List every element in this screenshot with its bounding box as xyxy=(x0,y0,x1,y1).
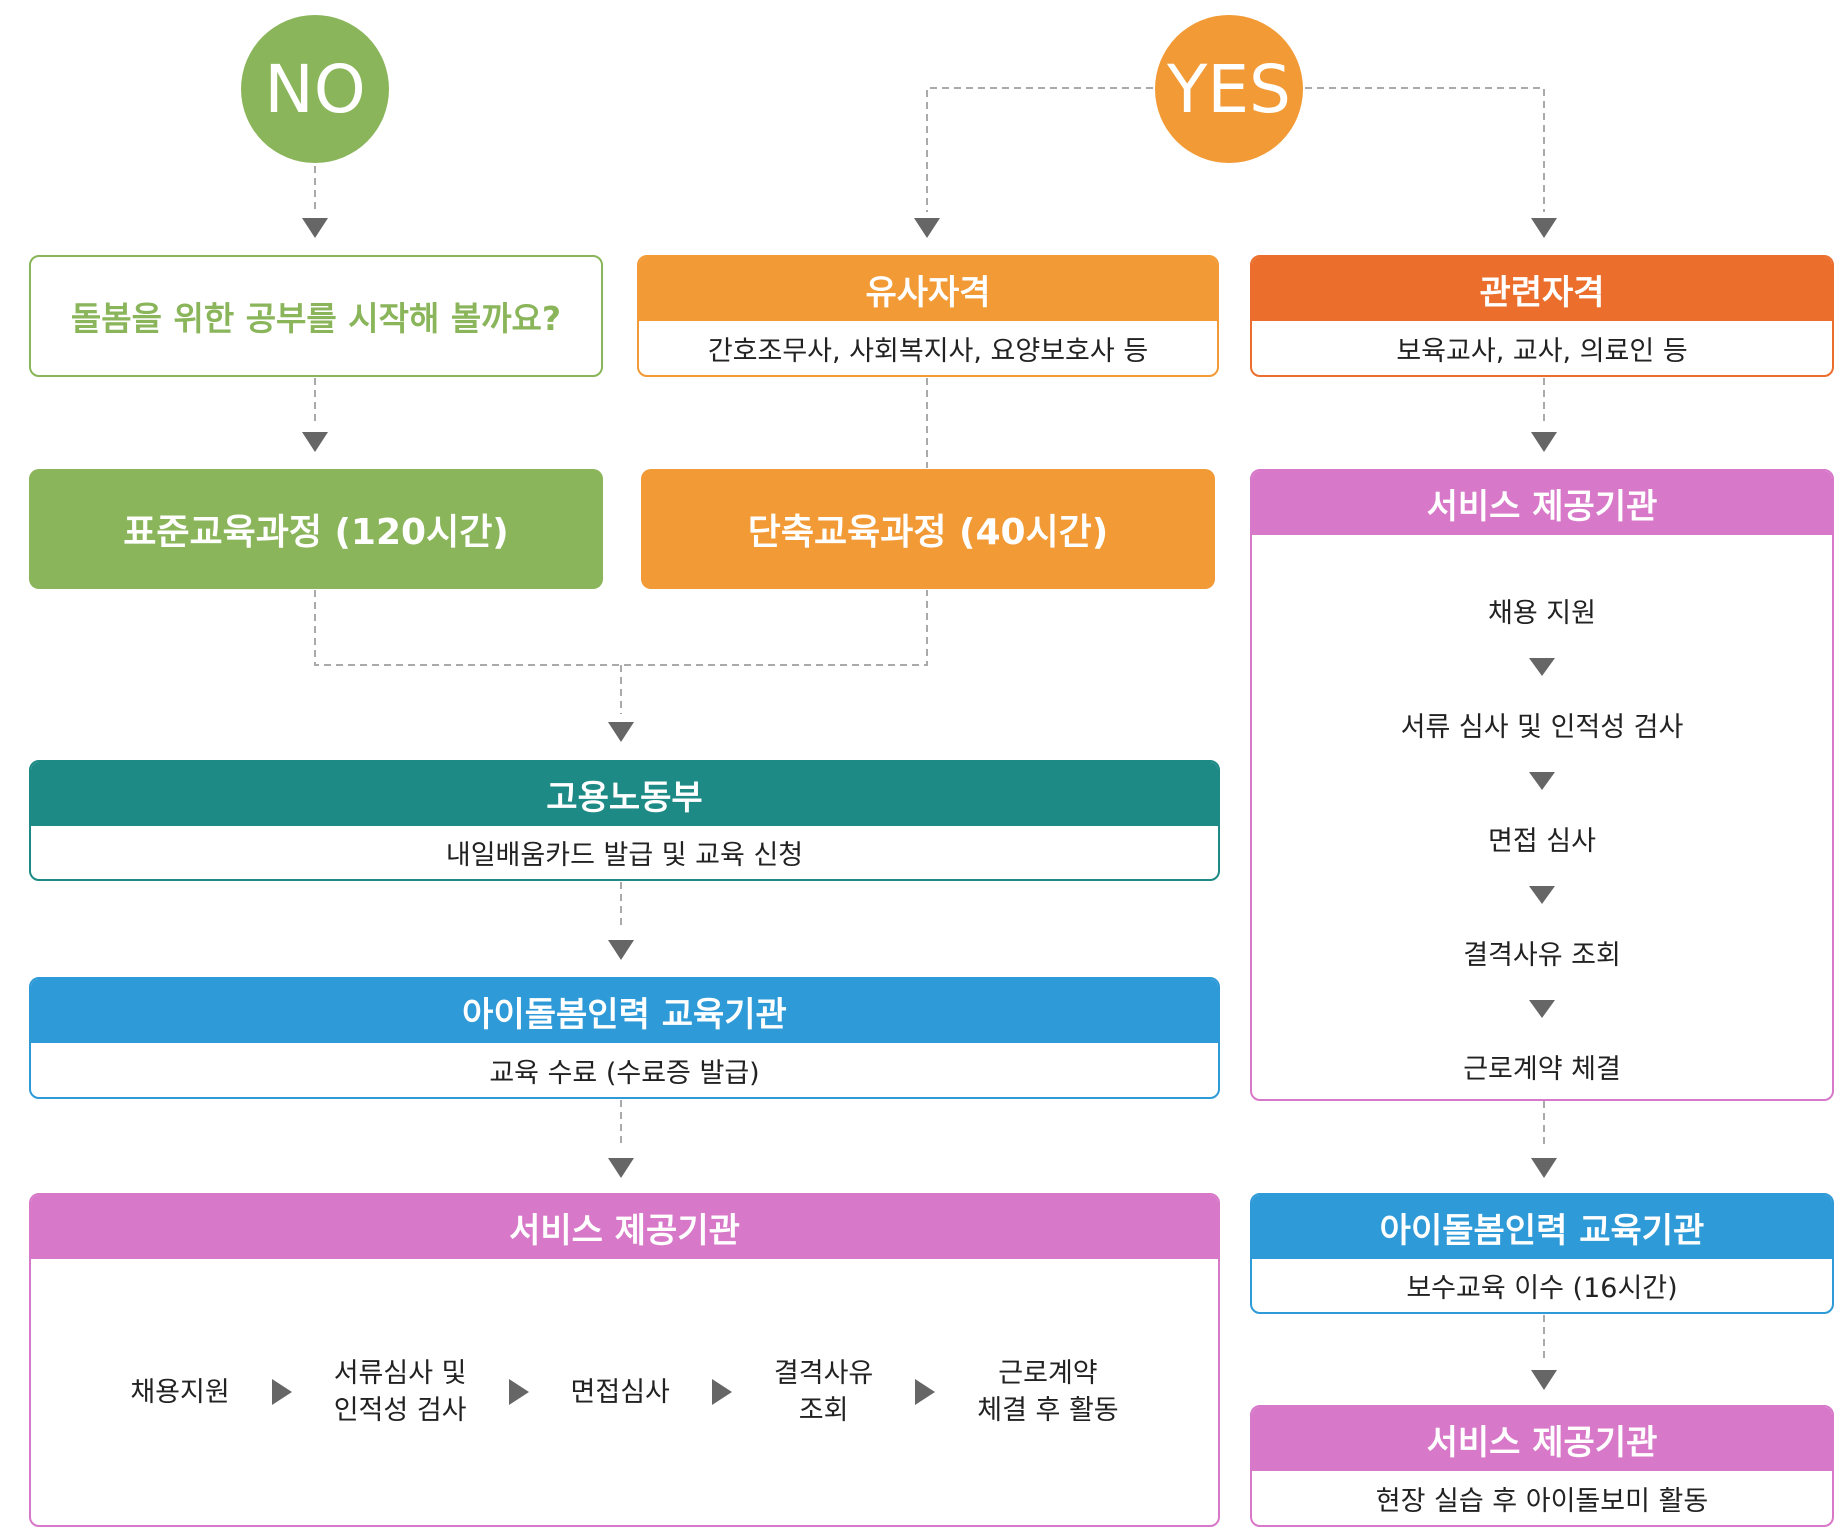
step-disqualification-check: 결격사유 조회 xyxy=(1463,939,1621,971)
start-question-box: 돌봄을 위한 공부를 시작해 볼까요? xyxy=(29,255,603,377)
arrow-right-icon xyxy=(711,1379,732,1405)
service-provider-final-title: 서비스 제공기관 xyxy=(1252,1407,1832,1471)
service-provider-box-right: 서비스 제공기관 채용 지원 서류 심사 및 인적성 검사 면접 심사 결격사유… xyxy=(1250,469,1834,1101)
arrow-right-icon xyxy=(915,1379,936,1405)
start-question-text: 돌봄을 위한 공부를 시작해 볼까요? xyxy=(70,299,562,338)
arrow-down-icon xyxy=(1529,886,1555,904)
arrow-down-icon xyxy=(914,218,940,238)
yes-badge: YES xyxy=(1155,15,1303,163)
service-provider-title-left: 서비스 제공기관 xyxy=(31,1195,1218,1259)
connector-yes-right xyxy=(1305,87,1545,212)
arrow-down-icon xyxy=(1531,1370,1557,1390)
connector-yes-left xyxy=(926,87,1153,212)
service-provider-box-left: 서비스 제공기관 채용지원 서류심사 및 인적성 검사 면접심사 결격사유 조회… xyxy=(29,1193,1220,1527)
step-recruit: 채용지원 xyxy=(130,1376,230,1408)
step-recruit: 채용 지원 xyxy=(1488,597,1596,629)
arrow-right-icon xyxy=(271,1379,292,1405)
service-provider-title-right: 서비스 제공기관 xyxy=(1252,471,1832,535)
arrow-down-icon xyxy=(1531,1158,1557,1178)
arrow-down-icon xyxy=(1531,218,1557,238)
no-badge: NO xyxy=(241,15,389,163)
arrow-down-icon xyxy=(608,1158,634,1178)
education-institute-desc-right: 보수교육 이수 (16시간) xyxy=(1406,1273,1678,1304)
education-institute-box-right: 아이돌봄인력 교육기관 보수교육 이수 (16시간) xyxy=(1250,1193,1834,1314)
hiring-steps-vertical: 채용 지원 서류 심사 및 인적성 검사 면접 심사 결격사유 조회 근로계약 … xyxy=(1252,535,1832,1091)
step-contract: 근로계약 체결 후 활동 xyxy=(977,1358,1119,1426)
related-qualification-desc: 보육교사, 교사, 의료인 등 xyxy=(1396,335,1688,367)
step-document-review: 서류심사 및 인적성 검사 xyxy=(333,1358,467,1426)
labor-ministry-box: 고용노동부 내일배움카드 발급 및 교육 신청 xyxy=(29,760,1220,881)
arrow-down-icon xyxy=(1531,432,1557,452)
arrow-down-icon xyxy=(302,218,328,238)
arrow-down-icon xyxy=(1529,772,1555,790)
short-course-box: 단축교육과정 (40시간) xyxy=(641,469,1215,589)
education-institute-title: 아이돌봄인력 교육기관 xyxy=(31,979,1218,1043)
arrow-down-icon xyxy=(608,940,634,960)
step-interview: 면접 심사 xyxy=(1488,825,1596,857)
service-provider-final-box: 서비스 제공기관 현장 실습 후 아이돌보미 활동 xyxy=(1250,1405,1834,1527)
arrow-down-icon xyxy=(1529,1000,1555,1018)
step-contract: 근로계약 체결 xyxy=(1463,1053,1621,1085)
labor-ministry-desc: 내일배움카드 발급 및 교육 신청 xyxy=(445,840,804,871)
similar-qualification-title: 유사자격 xyxy=(639,257,1217,321)
arrow-down-icon xyxy=(1529,658,1555,676)
related-qualification-box: 관련자격 보육교사, 교사, 의료인 등 xyxy=(1250,255,1834,377)
step-interview: 면접심사 xyxy=(570,1376,670,1408)
step-document-review: 서류 심사 및 인적성 검사 xyxy=(1400,711,1684,743)
arrow-right-icon xyxy=(508,1379,529,1405)
education-institute-title-right: 아이돌봄인력 교육기관 xyxy=(1252,1195,1832,1259)
hiring-steps-horizontal: 채용지원 서류심사 및 인적성 검사 면접심사 결격사유 조회 근로계약 체결 … xyxy=(31,1259,1218,1525)
education-institute-box: 아이돌봄인력 교육기관 교육 수료 (수료증 발급) xyxy=(29,977,1220,1099)
similar-qualification-box: 유사자격 간호조무사, 사회복지사, 요양보호사 등 xyxy=(637,255,1219,377)
labor-ministry-title: 고용노동부 xyxy=(31,762,1218,826)
arrow-down-icon xyxy=(608,722,634,742)
connector-merge xyxy=(314,590,928,666)
similar-qualification-desc: 간호조무사, 사회복지사, 요양보호사 등 xyxy=(707,335,1149,367)
service-provider-final-desc: 현장 실습 후 아이돌보미 활동 xyxy=(1375,1485,1709,1517)
standard-course-box: 표준교육과정 (120시간) xyxy=(29,469,603,589)
education-institute-desc: 교육 수료 (수료증 발급) xyxy=(489,1057,760,1089)
step-disqualification-check: 결격사유 조회 xyxy=(773,1358,874,1426)
arrow-down-icon xyxy=(302,432,328,452)
related-qualification-title: 관련자격 xyxy=(1252,257,1832,321)
